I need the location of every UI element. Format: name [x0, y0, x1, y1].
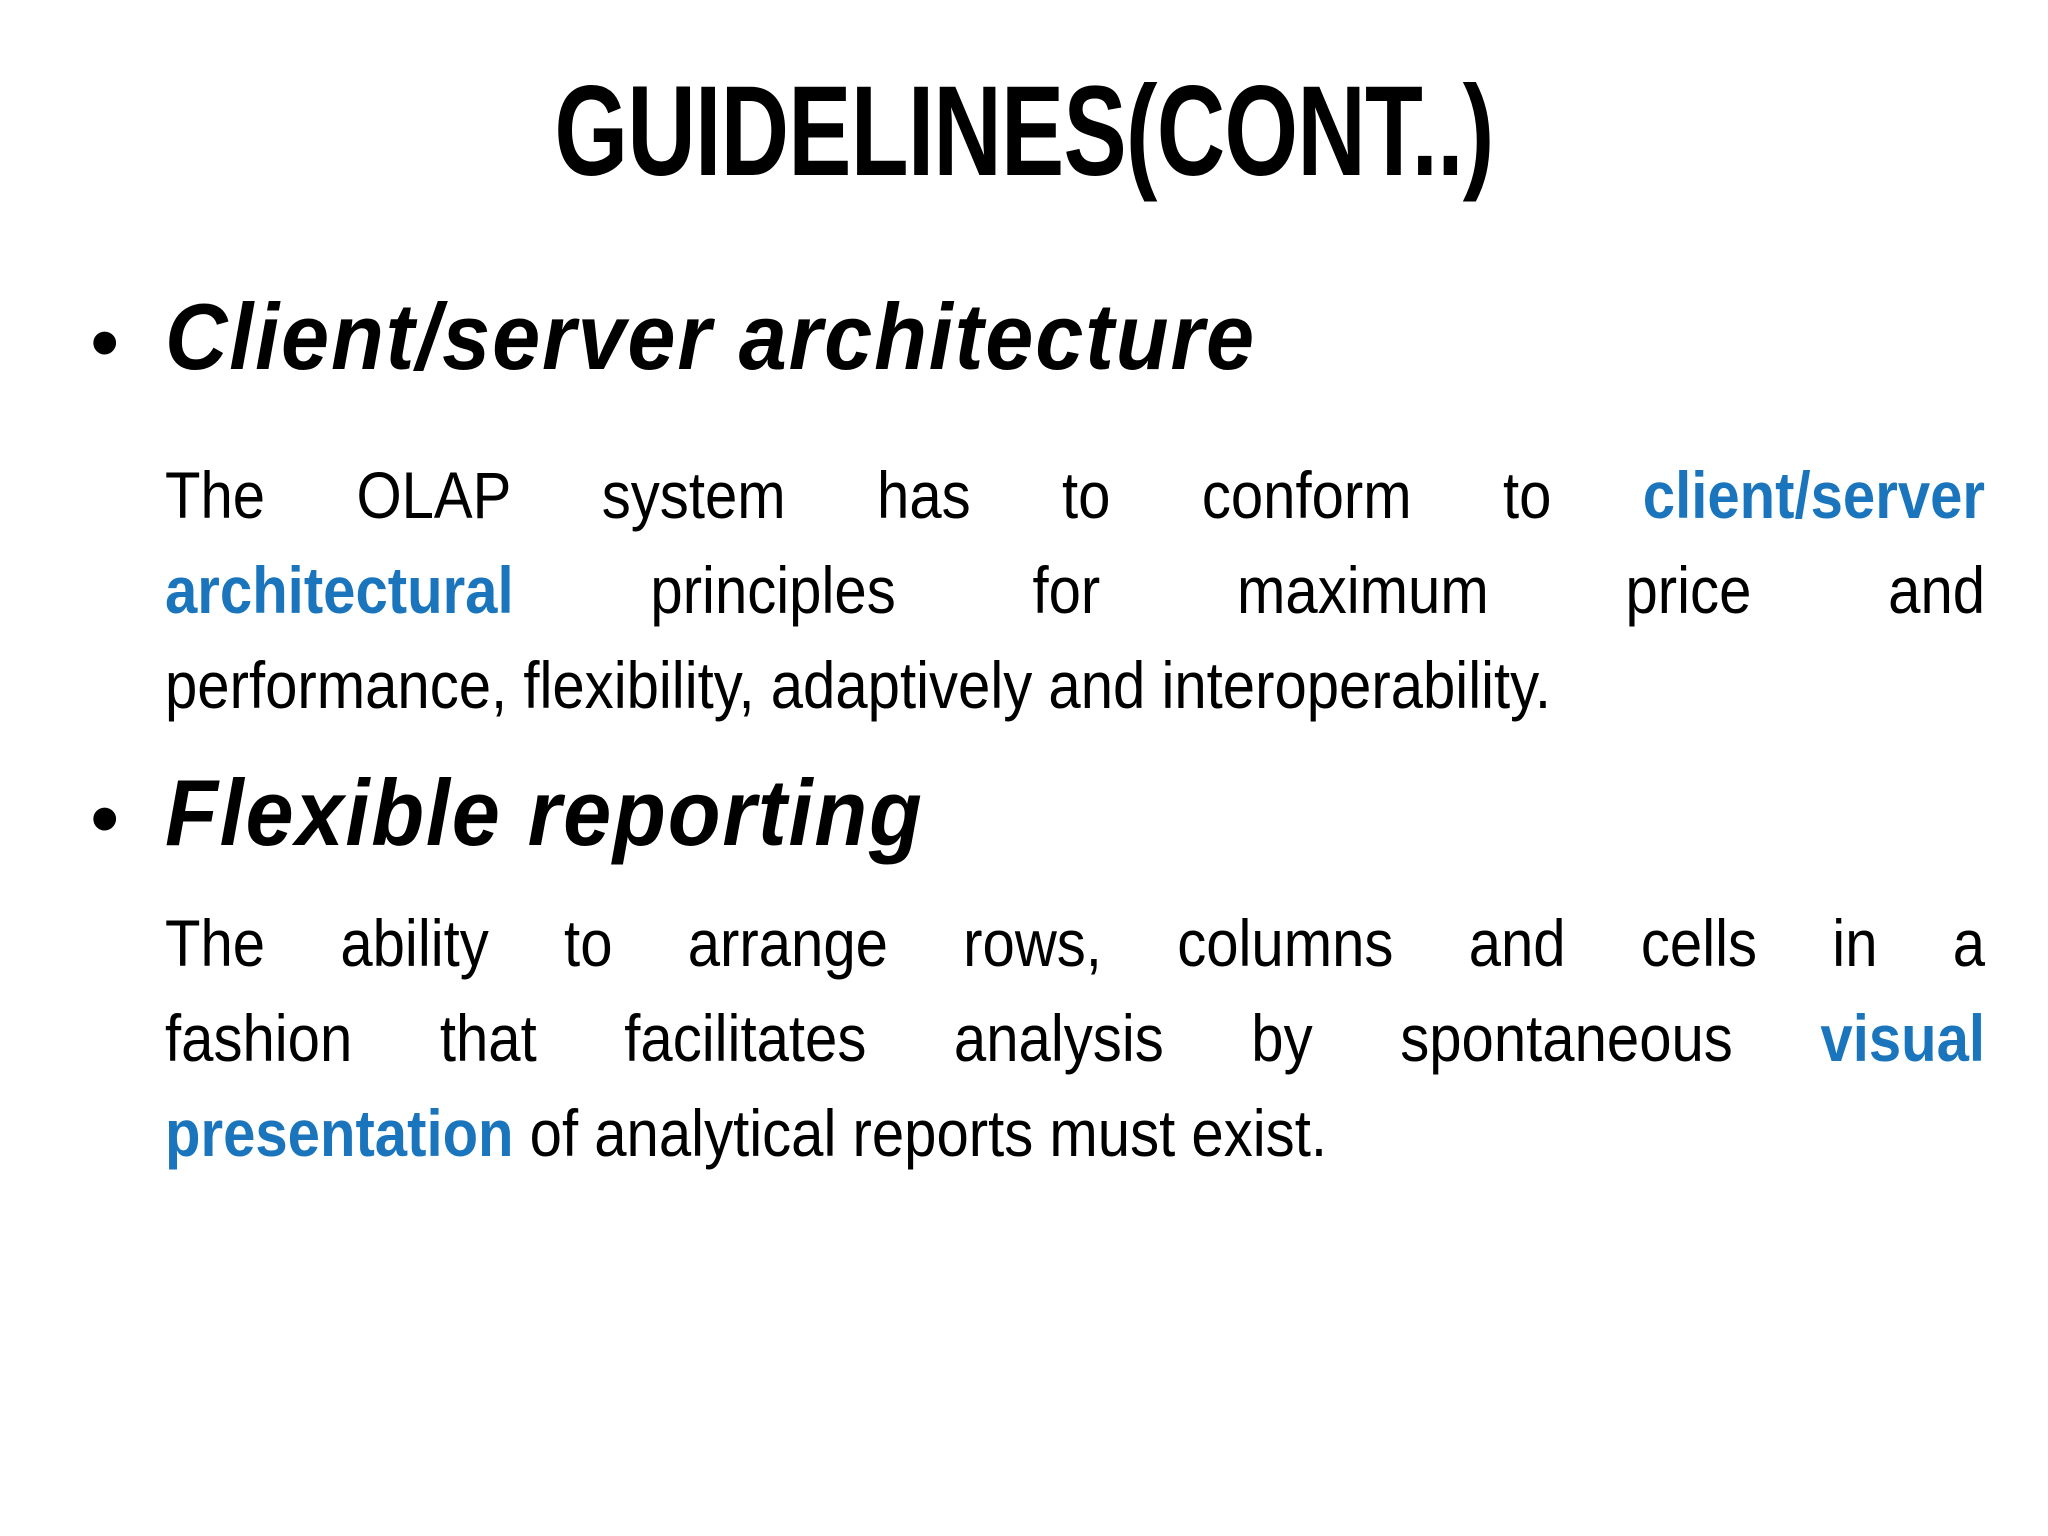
body-text-accent: presentation: [165, 1096, 514, 1170]
body-text-accent: client/server: [1642, 458, 1986, 532]
body-line: The OLAP system has to conform to client…: [165, 448, 1985, 543]
body-text-segment: principles for maximum price and: [513, 553, 1986, 627]
bullet-body-client-server: The OLAP system has to conform to client…: [165, 448, 1985, 733]
body-line: The ability to arrange rows, columns and…: [165, 896, 1985, 991]
body-line: fashion that facilitates analysis by spo…: [165, 991, 1985, 1086]
body-text-accent: visual: [1820, 1001, 1986, 1075]
body-text-segment: performance, flexibility, adaptively and…: [165, 648, 1552, 722]
bullet-icon: •: [90, 771, 120, 865]
body-line: architectural principles for maximum pri…: [165, 543, 1985, 638]
slide-title: GUIDELINES(CONT..): [554, 60, 1494, 203]
body-text-segment: fashion that facilitates analysis by spo…: [165, 1001, 1821, 1075]
bullet-icon: •: [90, 295, 120, 389]
body-line: presentation of analytical reports must …: [165, 1086, 1985, 1181]
body-line: performance, flexibility, adaptively and…: [165, 638, 1985, 733]
bullet-body-flexible-reporting: The ability to arrange rows, columns and…: [165, 896, 1985, 1181]
body-text-segment: The OLAP system has to conform to: [165, 458, 1643, 532]
bullet-heading-client-server: Client/server architecture: [165, 284, 1256, 389]
bullet-heading-flexible-reporting: Flexible reporting: [165, 760, 924, 865]
body-text-accent: architectural: [165, 553, 514, 627]
body-text-segment: The ability to arrange rows, columns and…: [165, 906, 1986, 980]
body-text-segment: of analytical reports must exist.: [513, 1096, 1327, 1170]
